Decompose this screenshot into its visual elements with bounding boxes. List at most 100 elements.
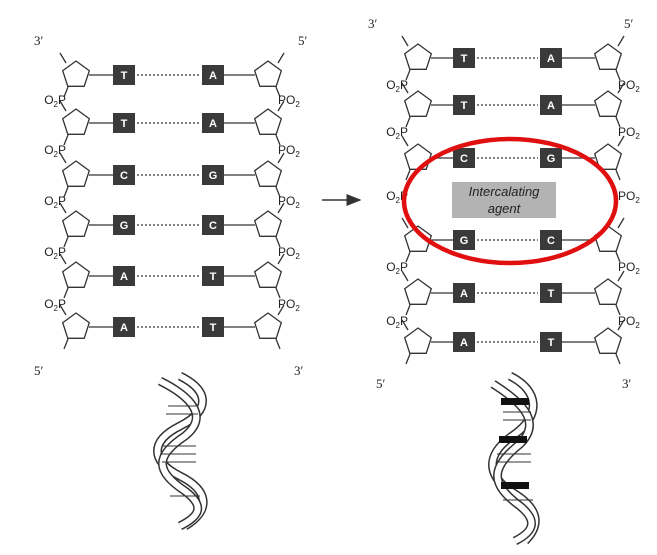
- backbone-link: [59, 52, 67, 64]
- left-base-letter: G: [460, 235, 469, 247]
- left-phosphate-label: O2P: [44, 93, 66, 109]
- backbone-link: [401, 135, 409, 147]
- left-base-letter: A: [120, 271, 128, 283]
- backbone-link: [275, 236, 281, 248]
- backbone-link: [401, 217, 409, 229]
- left-bottom-3prime-label: 3′: [294, 363, 304, 378]
- backbone-link: [63, 287, 69, 299]
- right-base-letter: G: [547, 153, 556, 165]
- backbone-link: [277, 100, 285, 112]
- right-sugar-ring: [593, 143, 623, 170]
- left-base-box: [453, 332, 475, 352]
- right-sugar-ring: [253, 108, 283, 135]
- right-base-letter: A: [209, 70, 217, 82]
- right-top-3prime-label: 3′: [368, 16, 378, 31]
- backbone-link: [277, 152, 285, 164]
- right-base-box: [540, 148, 562, 168]
- right-base-letter: C: [209, 220, 217, 232]
- right-base-box: [540, 283, 562, 303]
- left-top-3prime-label: 3′: [34, 33, 44, 48]
- backbone-link: [275, 134, 281, 146]
- right-base-letter: A: [209, 118, 217, 130]
- left-base-box: [113, 317, 135, 337]
- right-sugar-ring: [253, 312, 283, 339]
- right-base-letter: A: [547, 53, 555, 65]
- right-phosphate-label: PO2: [618, 78, 640, 94]
- right-phosphate-label: PO2: [278, 143, 300, 159]
- backbone-link: [405, 353, 411, 365]
- right-sugar-ring: [593, 90, 623, 117]
- left-sugar-ring: [403, 278, 433, 305]
- backbone-link: [405, 251, 411, 263]
- left-sugar-ring: [61, 60, 91, 87]
- right-base-letter: C: [547, 235, 555, 247]
- left-sugar-ring: [61, 312, 91, 339]
- right-base-letter: T: [548, 337, 555, 349]
- backbone-link: [615, 304, 621, 316]
- left-base-box: [113, 215, 135, 235]
- intercalated-layer-2: [499, 436, 527, 443]
- backbone-link: [401, 319, 409, 331]
- right-sugar-ring: [253, 60, 283, 87]
- backbone-link: [615, 353, 621, 365]
- right-base-box: [540, 95, 562, 115]
- right-base-letter: T: [210, 271, 217, 283]
- left-base-letter: T: [121, 118, 128, 130]
- left-base-box: [453, 48, 475, 68]
- right-phosphate-label: PO2: [618, 189, 640, 205]
- backbone-link: [615, 69, 621, 81]
- left-phosphate-label: O2P: [44, 297, 66, 313]
- left-phosphate-label: O2P: [386, 78, 408, 94]
- left-phosphate-label: O2P: [44, 245, 66, 261]
- left-sugar-ring: [61, 108, 91, 135]
- backbone-link: [405, 304, 411, 316]
- normal-helix-illustration: [153, 371, 208, 531]
- backbone-link: [401, 270, 409, 282]
- left-sugar-ring: [403, 225, 433, 252]
- right-sugar-ring: [593, 278, 623, 305]
- backbone-link: [63, 134, 69, 146]
- left-sugar-ring: [403, 90, 433, 117]
- backbone-link: [617, 82, 625, 94]
- right-phosphate-label: PO2: [278, 194, 300, 210]
- backbone-link: [63, 186, 69, 198]
- right-base-letter: G: [209, 170, 218, 182]
- backbone-link: [275, 287, 281, 299]
- agent-label-line2: agent: [488, 201, 522, 216]
- right-phosphate-label: PO2: [278, 297, 300, 313]
- left-base-letter: C: [120, 170, 128, 182]
- backbone-link: [277, 202, 285, 214]
- left-base-box: [113, 266, 135, 286]
- backbone-link: [275, 186, 281, 198]
- right-base-letter: T: [210, 322, 217, 334]
- right-base-box: [202, 165, 224, 185]
- right-phosphate-label: PO2: [618, 314, 640, 330]
- right-base-letter: A: [547, 100, 555, 112]
- left-phosphate-label: O2P: [386, 260, 408, 276]
- backbone-link: [401, 82, 409, 94]
- backbone-link: [59, 202, 67, 214]
- left-base-letter: A: [460, 337, 468, 349]
- right-sugar-ring: [593, 225, 623, 252]
- intercalated-layer-1: [501, 398, 529, 405]
- right-sugar-ring: [253, 160, 283, 187]
- backbone-link: [405, 169, 411, 181]
- left-sugar-ring: [61, 160, 91, 187]
- backbone-link: [401, 35, 409, 47]
- right-sugar-ring: [593, 43, 623, 70]
- left-base-box: [453, 148, 475, 168]
- right-phosphate-label: PO2: [618, 125, 640, 141]
- right-phosphate-label: PO2: [278, 93, 300, 109]
- left-base-letter: T: [121, 70, 128, 82]
- left-base-letter: C: [460, 153, 468, 165]
- right-bottom-3prime-label: 3′: [622, 376, 632, 391]
- right-base-box: [202, 266, 224, 286]
